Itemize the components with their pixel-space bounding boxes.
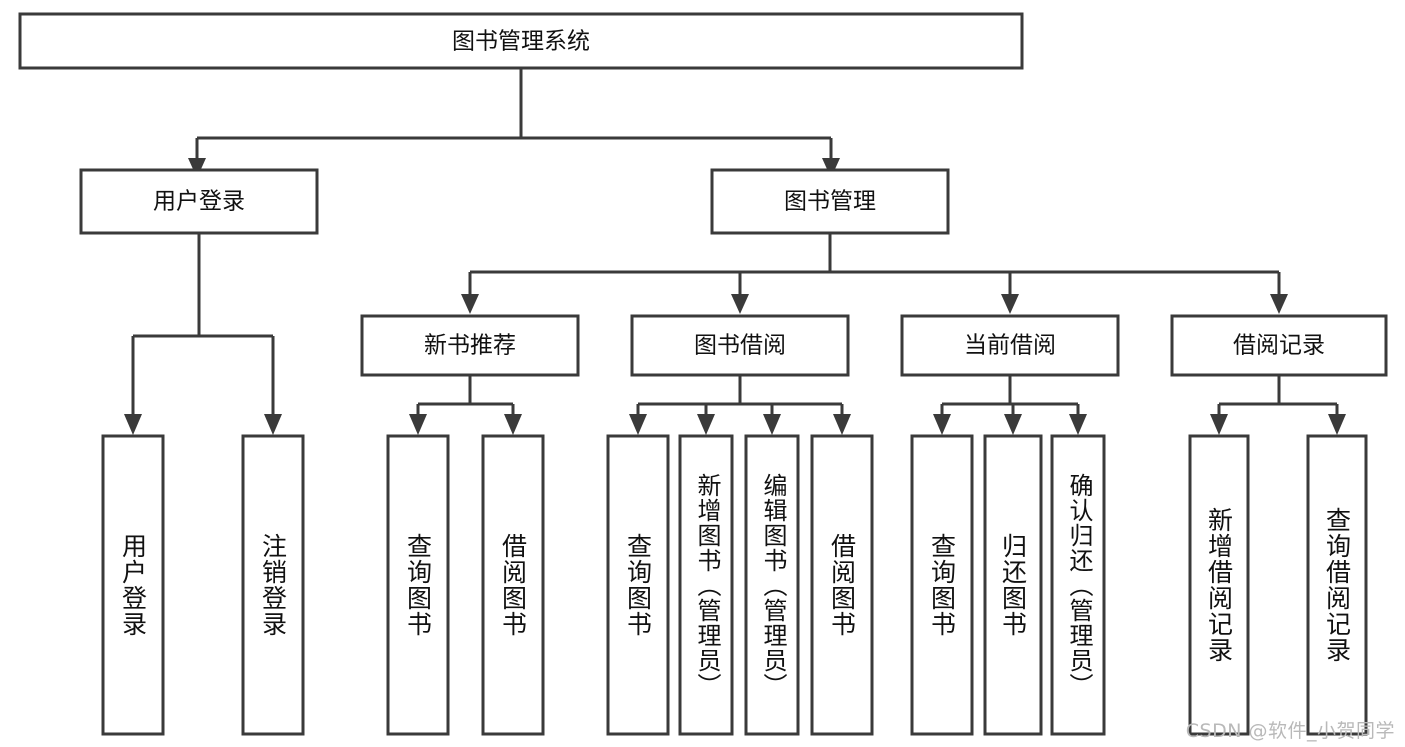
node-label-book-manage: 图书管理 [784, 189, 876, 215]
arrow-icon [124, 414, 142, 435]
arrow-icon [629, 414, 647, 435]
arrow-icon [1004, 414, 1022, 435]
node-box-leaf-borrow-book-2[interactable] [810, 434, 874, 736]
node-label-book-borrow: 图书借阅 [694, 333, 786, 359]
arrow-icon [1210, 414, 1228, 435]
node-box-borrow-record[interactable] [1170, 314, 1388, 377]
node-label-root: 图书管理系统 [452, 29, 590, 55]
arrow-icon [697, 414, 715, 435]
arrow-icon [409, 414, 427, 435]
node-label-user-login: 用户登录 [153, 189, 245, 215]
node-label-current-borrow: 当前借阅 [964, 333, 1056, 359]
leaf-layer [101, 434, 1368, 736]
arrow-icon [1001, 294, 1019, 314]
arrow-icon [763, 414, 781, 435]
node-box-new-book-rec[interactable] [360, 314, 580, 377]
watermark-text: CSDN @软件_小贺同学 [1185, 720, 1395, 742]
node-box-leaf-query-book-3[interactable] [910, 434, 974, 736]
arrow-icon [822, 158, 840, 178]
node-box-leaf-user-login[interactable] [101, 434, 165, 736]
arrow-icon [1069, 414, 1087, 435]
arrow-icon [833, 414, 851, 435]
node-layer: 图书管理系统 用户登录 图书管理 新书推荐 图书借阅 当前借阅 借阅记录 [18, 12, 1388, 377]
node-box-leaf-user-logout[interactable] [241, 434, 305, 736]
node-box-leaf-borrow-book-1[interactable] [481, 434, 545, 736]
node-box-leaf-query-record[interactable] [1306, 434, 1368, 736]
node-label-borrow-record: 借阅记录 [1233, 333, 1325, 359]
connector-book-borrow-trunk [636, 375, 844, 424]
arrow-icon [264, 414, 282, 435]
connector-layer [131, 68, 1339, 424]
arrow-icon [504, 414, 522, 435]
node-box-leaf-query-book-2[interactable] [606, 434, 670, 736]
node-box-current-borrow[interactable] [900, 314, 1120, 377]
connector-new-book-rec-trunk [416, 375, 515, 424]
arrowhead-layer [124, 158, 1346, 435]
arrow-icon [461, 294, 479, 314]
connector-borrow-record-trunk [1217, 375, 1339, 424]
node-box-leaf-return-book[interactable] [983, 434, 1043, 736]
arrow-icon [1328, 414, 1346, 435]
node-box-book-borrow[interactable] [630, 314, 850, 377]
connector-root-trunk [195, 68, 833, 160]
node-box-leaf-edit-book[interactable] [744, 434, 800, 736]
node-box-leaf-add-record[interactable] [1188, 434, 1250, 736]
arrow-icon [188, 158, 206, 178]
connector-user-login-trunk [131, 233, 275, 424]
node-box-book-manage[interactable] [710, 168, 950, 235]
node-box-root[interactable] [18, 12, 1024, 70]
node-box-leaf-confirm-return[interactable] [1050, 434, 1106, 736]
node-box-leaf-add-book[interactable] [678, 434, 734, 736]
connector-book-manage-trunk [468, 233, 1281, 304]
node-box-user-login[interactable] [79, 168, 319, 235]
node-box-leaf-query-book-1[interactable] [386, 434, 450, 736]
arrow-icon [1270, 294, 1288, 314]
arrow-icon [731, 294, 749, 314]
arrow-icon [933, 414, 951, 435]
node-label-new-book-rec: 新书推荐 [424, 333, 516, 359]
